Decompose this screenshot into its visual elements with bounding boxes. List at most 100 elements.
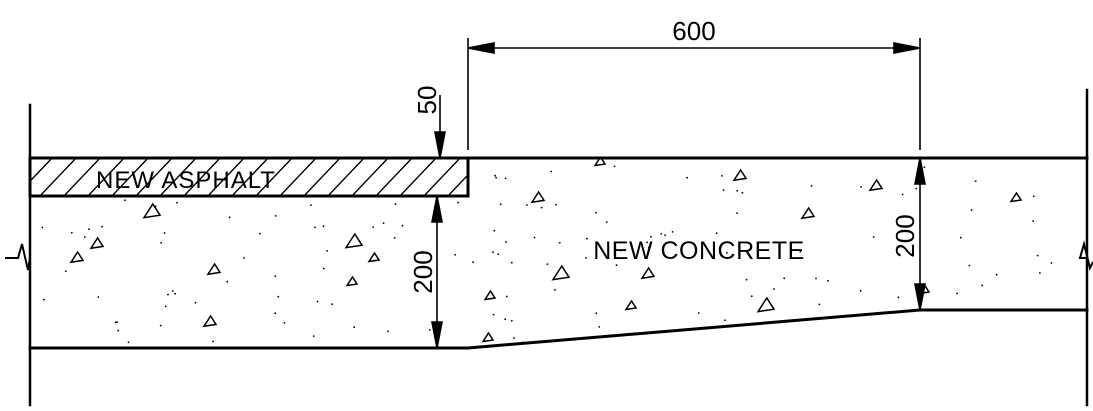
aggregate-dot bbox=[646, 241, 648, 244]
aggregate-dot bbox=[314, 226, 316, 229]
aggregate-dot bbox=[497, 253, 500, 256]
aggregate-dot bbox=[116, 321, 118, 323]
aggregate-dot bbox=[171, 290, 174, 292]
aggregate-dot bbox=[745, 278, 748, 281]
aggregate-dot bbox=[664, 234, 666, 237]
hatch-line bbox=[374, 158, 414, 196]
aggregate-dot bbox=[860, 186, 862, 188]
aggregate-dot bbox=[526, 204, 528, 206]
aggregate-dot bbox=[455, 180, 458, 183]
dim-200-right-label: 200 bbox=[890, 214, 920, 257]
concrete-aggregate bbox=[41, 158, 1053, 344]
hatch-line bbox=[182, 158, 222, 196]
hatch-line bbox=[110, 158, 150, 196]
dim-600-label: 600 bbox=[672, 16, 715, 46]
aggregate-stone bbox=[483, 289, 497, 301]
aggregate-dot bbox=[968, 264, 971, 267]
aggregate-dot bbox=[174, 292, 177, 295]
dim-50-label: 50 bbox=[412, 86, 442, 115]
aggregate-dot bbox=[970, 209, 973, 212]
aggregate-dot bbox=[493, 229, 496, 232]
aggregate-dot bbox=[750, 295, 753, 298]
dim-200-left-arrow-bottom bbox=[431, 321, 443, 349]
aggregate-dot bbox=[595, 312, 598, 315]
aggregate-dot bbox=[931, 337, 933, 340]
aggregate-dot bbox=[505, 295, 508, 298]
aggregate-dot bbox=[1015, 337, 1018, 340]
aggregate-dot bbox=[736, 212, 738, 215]
aggregate-dot bbox=[595, 211, 597, 214]
hatch-line bbox=[398, 158, 438, 196]
aggregate-dot bbox=[322, 225, 325, 228]
aggregate-dot bbox=[457, 201, 459, 204]
aggregate-dot bbox=[312, 335, 315, 337]
aggregate-dot bbox=[382, 222, 385, 225]
aggregate-dot bbox=[585, 257, 587, 259]
aggregate-dot bbox=[101, 225, 103, 228]
aggregate-dot bbox=[540, 206, 543, 209]
aggregate-dot bbox=[686, 176, 688, 179]
aggregate-dot bbox=[164, 305, 167, 308]
aggregate-dot bbox=[510, 319, 513, 322]
aggregate-dot bbox=[372, 226, 375, 229]
aggregate-dot bbox=[154, 205, 157, 208]
hatch-line bbox=[38, 158, 78, 196]
aggregate-stone bbox=[551, 264, 571, 281]
aggregate-stone bbox=[732, 168, 748, 182]
aggregate-dot bbox=[114, 321, 117, 324]
aggregate-dot bbox=[605, 221, 608, 224]
aggregate-dot bbox=[648, 336, 651, 339]
aggregate-dot bbox=[159, 324, 162, 327]
aggregate-dot bbox=[810, 185, 813, 187]
aggregate-dot bbox=[856, 327, 859, 330]
aggregate-dot bbox=[619, 249, 622, 252]
aggregate-dot bbox=[70, 231, 73, 234]
aggregate-stone bbox=[69, 250, 85, 264]
dim-200-left-label: 200 bbox=[408, 250, 438, 293]
aggregate-dot bbox=[499, 203, 502, 206]
hatch-line bbox=[134, 158, 174, 196]
aggregate-dot bbox=[555, 203, 557, 206]
aggregate-dot bbox=[322, 267, 325, 270]
aggregate-dot bbox=[163, 232, 166, 234]
aggregate-stone bbox=[345, 275, 359, 287]
aggregate-dot bbox=[923, 166, 926, 169]
aggregate-dot bbox=[160, 241, 163, 244]
right-break-line bbox=[1078, 240, 1093, 271]
asphalt-hatch bbox=[30, 158, 468, 196]
aggregate-dot bbox=[974, 180, 977, 183]
left-break-line bbox=[5, 243, 31, 271]
aggregate-dot bbox=[660, 233, 663, 235]
aggregate-dot bbox=[428, 329, 431, 331]
aggregate-stone bbox=[202, 314, 218, 328]
aggregate-stone bbox=[344, 232, 364, 249]
aggregate-stone bbox=[142, 202, 162, 219]
hatch-line bbox=[86, 158, 126, 196]
aggregate-dot bbox=[331, 303, 334, 306]
dim-200-left-arrow-top bbox=[431, 195, 443, 223]
aggregate-dot bbox=[504, 177, 507, 180]
aggregate-dot bbox=[550, 170, 553, 173]
asphalt-layer bbox=[28, 156, 470, 198]
aggregate-dot bbox=[274, 215, 277, 217]
aggregate-dot bbox=[243, 257, 246, 259]
asphalt-label: NEW ASPHALT bbox=[96, 167, 276, 194]
aggregate-dot bbox=[872, 236, 875, 238]
aggregate-dot bbox=[995, 273, 998, 276]
aggregate-dot bbox=[915, 187, 918, 190]
aggregate-dot bbox=[472, 261, 474, 264]
aggregate-dot bbox=[1002, 317, 1005, 320]
dim-600-arrow-left bbox=[467, 42, 495, 54]
aggregate-dot bbox=[603, 341, 606, 344]
aggregate-dot bbox=[783, 277, 786, 280]
aggregate-dot bbox=[42, 298, 45, 301]
aggregate-dot bbox=[859, 289, 862, 292]
aggregate-dot bbox=[369, 190, 372, 192]
aggregate-stone bbox=[868, 178, 884, 192]
aggregate-dot bbox=[697, 312, 700, 314]
aggregate-dot bbox=[981, 284, 984, 287]
aggregate-dot bbox=[167, 293, 169, 296]
aggregate-dot bbox=[736, 189, 739, 192]
concrete-label: NEW CONCRETE bbox=[593, 237, 805, 265]
